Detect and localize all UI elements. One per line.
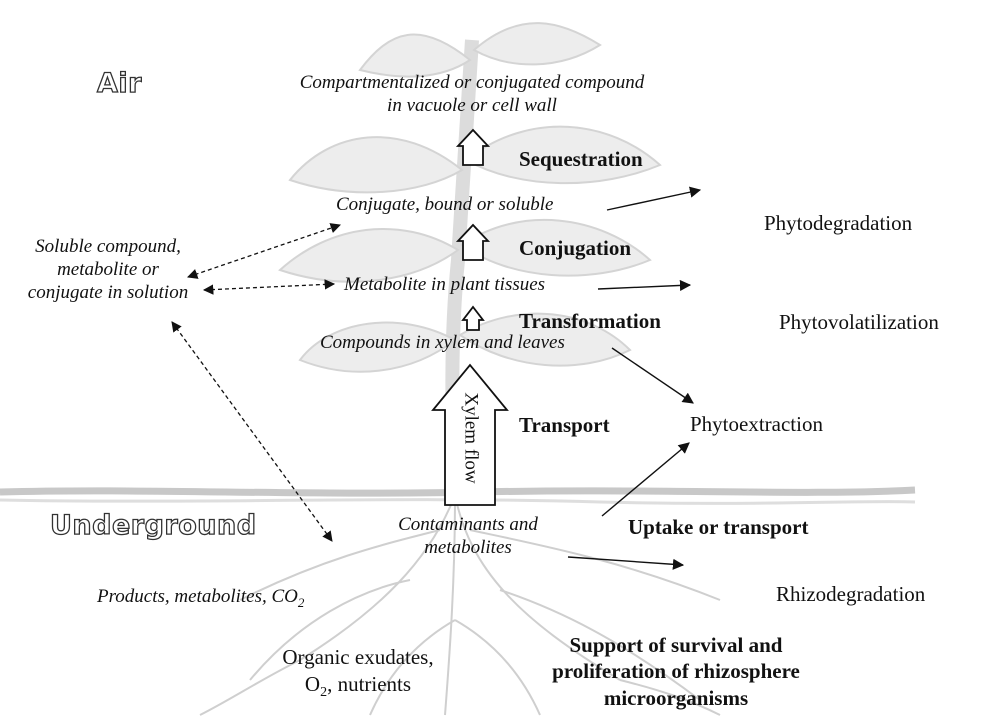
dashed-arrow-conjugate [187, 223, 341, 279]
contaminants-label: Contaminants and metabolites [368, 514, 568, 560]
roots [199, 494, 721, 716]
arrow-to-phytoextraction-top [611, 347, 694, 404]
plant-leaf [458, 312, 632, 367]
support-line-1: Support of survival and [569, 633, 783, 657]
process-support: Support of survival and proliferation of… [506, 632, 846, 711]
plant-leaf [288, 136, 464, 194]
plant-leaf [472, 22, 602, 66]
exudates-line-2: O2, nutrients [248, 671, 468, 702]
plant-leaf [460, 219, 652, 277]
process-transformation: Transformation [519, 309, 661, 333]
arrow-to-rhizodegradation [567, 556, 685, 570]
process-conjugation: Conjugation [519, 236, 632, 260]
products-label: Products, metabolites, CO2 [97, 586, 304, 610]
compartmentalized-line-2: in vacuole or cell wall [387, 94, 557, 116]
exudates-line-1: Organic exudates, [282, 645, 434, 669]
soluble-line-1: Soluble compound, [35, 236, 181, 257]
arrow-to-phytodegradation [606, 186, 702, 211]
support-line-3: microorganisms [603, 685, 749, 710]
soluble-compound-label: Soluble compound, metabolite or conjugat… [0, 236, 216, 304]
process-transport: Transport [519, 413, 610, 437]
xylem-flow-label: Xylem flow [460, 392, 482, 484]
outcome-phytodegradation: Phytodegradation [764, 211, 913, 235]
outcome-rhizodegradation: Rhizodegradation [776, 582, 926, 606]
products-subscript: 2 [297, 594, 305, 610]
soluble-line-3: conjugate in solution [27, 281, 189, 303]
dashed-arrow-metabolite [202, 279, 336, 295]
conjugate-bound-label: Conjugate, bound or soluble [336, 194, 554, 215]
arrow-to-phytoextraction-bottom [601, 442, 690, 517]
plant-leaf [464, 125, 662, 185]
metabolite-tissues-label: Metabolite in plant tissues [344, 274, 546, 295]
exudates-label: Organic exudates, O2, nutrients [248, 644, 468, 703]
xylem-flow-arrow [431, 363, 509, 506]
compartmentalized-compound-label: Compartmentalized or conjugated compound… [262, 72, 682, 118]
sequestration-arrow [455, 128, 491, 166]
exudates-subscript: 2 [320, 685, 328, 701]
process-uptake: Uptake or transport [628, 515, 809, 539]
dashed-arrow-underground [171, 321, 333, 542]
outcome-phytovolatilization: Phytovolatilization [779, 310, 939, 334]
compartmentalized-line-1: Compartmentalized or conjugated compound [299, 72, 645, 93]
products-text: Products, metabolites, CO [97, 586, 298, 607]
conjugation-arrow [455, 223, 491, 261]
support-line-2: proliferation of rhizosphere [552, 659, 800, 684]
zone-underground-label: Underground [49, 509, 257, 541]
outcome-phytoextraction: Phytoextraction [690, 412, 823, 436]
contaminants-line-1: Contaminants and [398, 514, 538, 535]
plant-leaf [358, 33, 472, 78]
soluble-line-2: metabolite or [57, 258, 159, 280]
exudates-nutrients: , nutrients [327, 672, 412, 697]
transformation-arrow [461, 305, 485, 331]
zone-air-label: Air [96, 67, 142, 99]
contaminants-line-2: metabolites [424, 536, 512, 558]
exudates-oxygen: O [304, 672, 321, 697]
process-sequestration: Sequestration [519, 147, 643, 171]
compounds-xylem-label: Compounds in xylem and leaves [320, 332, 565, 353]
arrow-to-phytovolatilization [597, 279, 692, 292]
